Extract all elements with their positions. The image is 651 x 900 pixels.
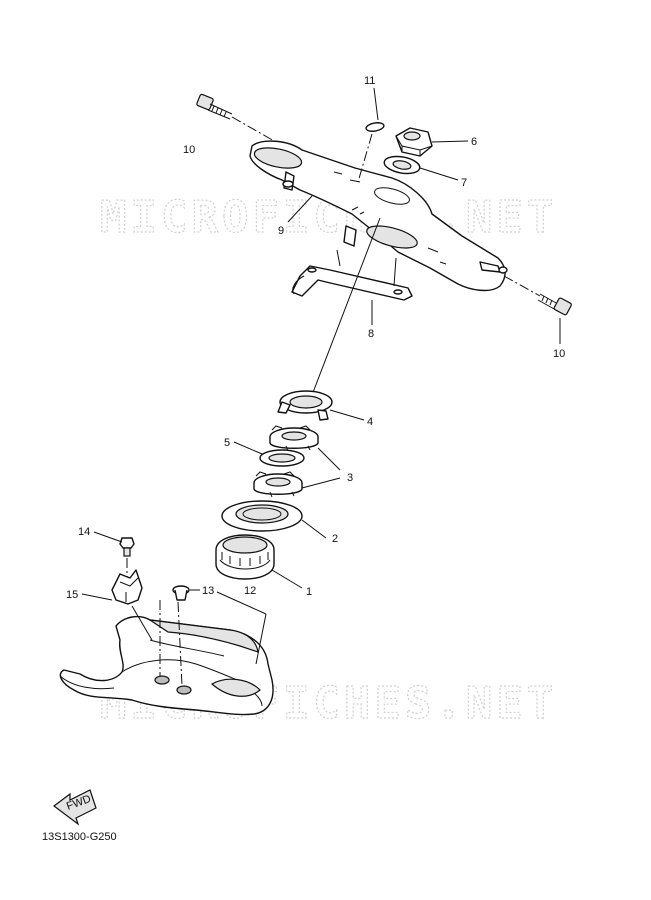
fwd-arrow-icon: FWD [53, 789, 97, 826]
part-1-bearing [215, 534, 275, 580]
part-8-bracket-plate [291, 265, 413, 301]
part-10-bolt-right [537, 293, 572, 316]
diagram-code: 13S1300-G250 [42, 831, 117, 843]
part-6-nut [395, 127, 433, 157]
callout-14: 14 [78, 526, 90, 538]
callout-4: 4 [367, 416, 373, 428]
callout-3: 3 [347, 472, 353, 484]
part-12-cover [59, 615, 274, 716]
part-10-bolt-left [196, 93, 233, 120]
callout-10-right: 10 [553, 348, 565, 360]
callout-12: 12 [244, 585, 256, 597]
callout-1: 1 [306, 586, 312, 598]
part-3-ring-nut-upper [269, 425, 319, 452]
part-13-grommet [172, 585, 190, 601]
part-5-washer [259, 449, 305, 467]
callout-8: 8 [368, 328, 374, 340]
callout-6: 6 [471, 136, 477, 148]
part-15-clip [111, 569, 143, 605]
part-7-washer [383, 155, 421, 175]
callout-15: 15 [66, 589, 78, 601]
part-4-lock-washer [277, 390, 333, 421]
callout-9: 9 [278, 225, 284, 237]
part-9-upper-bracket [249, 140, 508, 292]
callout-7: 7 [461, 177, 467, 189]
part-3-ring-nut-lower [253, 471, 303, 498]
callout-5: 5 [224, 437, 230, 449]
part-14-bolt [119, 537, 135, 557]
part-11-washer [365, 122, 385, 132]
callout-11: 11 [364, 75, 375, 87]
callout-2: 2 [332, 533, 338, 545]
callout-13: 13 [202, 585, 214, 597]
callout-10-left: 10 [183, 144, 195, 156]
part-2-bearing-race [221, 500, 303, 532]
